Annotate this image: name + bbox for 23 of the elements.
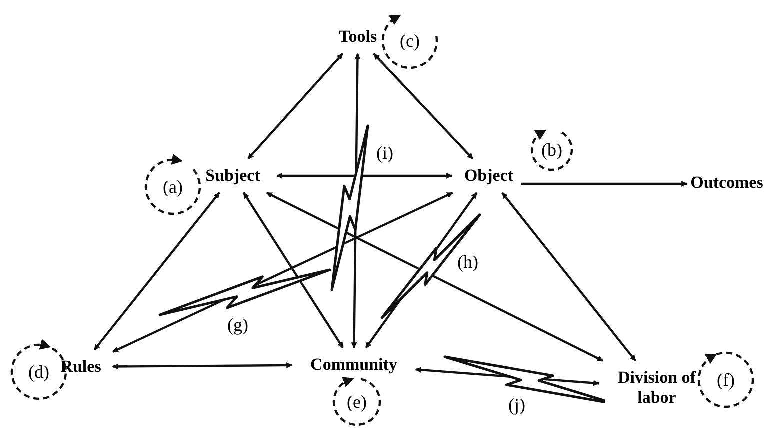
node-label: Object bbox=[464, 166, 514, 186]
arrow bbox=[276, 173, 453, 179]
loop-label: (c) bbox=[400, 32, 420, 50]
contradiction-label: (h) bbox=[458, 253, 478, 271]
arrow bbox=[521, 181, 688, 187]
node-label: Subject bbox=[206, 166, 260, 186]
arrow bbox=[266, 192, 604, 362]
arrow bbox=[247, 53, 344, 160]
arrow bbox=[94, 192, 220, 351]
arrow bbox=[502, 192, 636, 362]
loop-label: (b) bbox=[542, 141, 562, 159]
arrow bbox=[112, 192, 454, 354]
arrow bbox=[373, 53, 474, 160]
contradiction-label: (g) bbox=[228, 316, 248, 334]
arrow bbox=[112, 362, 293, 370]
arrow bbox=[242, 192, 344, 349]
contradiction-label: (j) bbox=[508, 396, 526, 414]
node-label: Community bbox=[310, 355, 398, 375]
loop-label: (f) bbox=[717, 371, 735, 389]
loop-label: (e) bbox=[347, 393, 367, 411]
contradiction-label: (i) bbox=[376, 144, 394, 162]
loop-label: (a) bbox=[163, 178, 183, 196]
loop-label: (d) bbox=[28, 363, 50, 381]
